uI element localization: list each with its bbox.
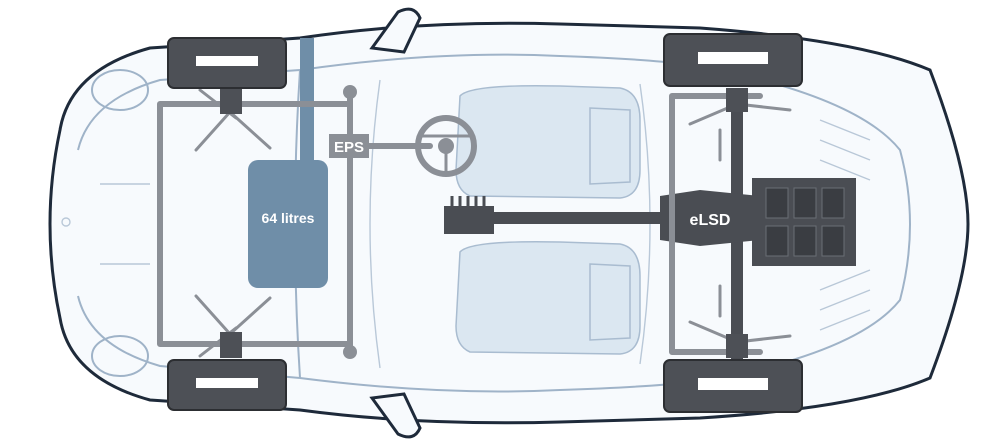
- rear-suspension: [669, 88, 792, 358]
- seats: [455, 84, 641, 355]
- fuel-tank-label: 64 litres: [262, 210, 315, 226]
- steering-wheel-icon: [415, 115, 477, 177]
- rear-left-wheel-icon: [663, 33, 803, 87]
- eps-label: EPS: [334, 139, 364, 156]
- eps-unit: EPS: [329, 134, 369, 158]
- elsd-label: eLSD: [690, 212, 731, 229]
- fuel-tank: 64 litres: [248, 38, 328, 288]
- rear-right-wheel-icon: [663, 359, 803, 413]
- left-mirror: [369, 7, 422, 54]
- gear-selector-icon: [444, 196, 494, 234]
- drivetrain: eLSD: [444, 88, 856, 384]
- front-right-wheel-icon: [167, 359, 287, 411]
- front-left-wheel-icon: [167, 37, 287, 89]
- right-mirror: [369, 392, 422, 439]
- differential-housing: [660, 190, 760, 246]
